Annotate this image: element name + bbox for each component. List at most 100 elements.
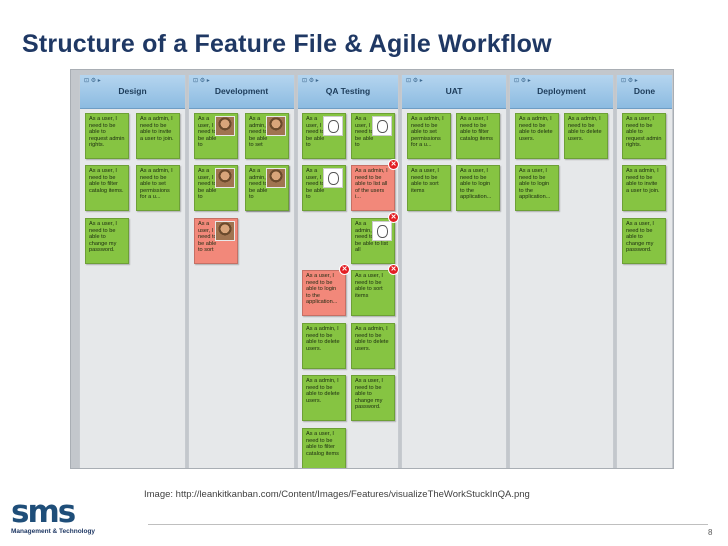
story-card[interactable]: As a admin, I need to be able to delete … bbox=[302, 375, 346, 421]
story-card[interactable]: As a admin, I need to be able to set bbox=[245, 113, 289, 159]
story-card[interactable]: As a user, I need to be able to sort ite… bbox=[351, 270, 395, 316]
column-done: ⊡ ⚙ ▸ Done As a user, I need to be able to… bbox=[616, 75, 673, 468]
card-text: As a admin, I need to be able to set per… bbox=[411, 116, 444, 149]
card-text: As a user, I need to be able to bbox=[306, 116, 325, 149]
story-card[interactable]: As a user, I need to be able to login to… bbox=[302, 270, 346, 316]
story-card[interactable]: As a admin, I need to be able to list al… bbox=[351, 218, 395, 264]
card-text: As a user, I need to be able to bbox=[355, 116, 374, 149]
card-text: As a user, I need to be able to filter c… bbox=[460, 116, 493, 142]
story-card[interactable]: As a user, I need to be able to filter c… bbox=[456, 113, 500, 159]
column-title: Done bbox=[633, 86, 656, 96]
story-card[interactable]: As a admin, I need to be able to bbox=[245, 165, 289, 211]
card-text: As a user, I need to be able to request … bbox=[626, 116, 662, 149]
card-text: As a admin, I need to be able to list al… bbox=[355, 168, 388, 201]
story-card[interactable]: As a admin, I need to be able to delete … bbox=[564, 113, 608, 159]
card-text: As a admin, I need to be able to delete … bbox=[519, 116, 553, 142]
story-card[interactable]: As a user, I need to be able to bbox=[194, 113, 238, 159]
logo-mark: sms bbox=[11, 494, 76, 530]
column-controls-icon[interactable]: ⊡ ⚙ ▸ bbox=[406, 78, 423, 84]
slide-title: Structure of a Feature File & Agile Work… bbox=[22, 30, 552, 58]
card-text: As a admin, I need to be able to delete … bbox=[568, 116, 602, 142]
column-design: ⊡ ⚙ ▸ Design As a user, I need to be able … bbox=[79, 75, 186, 468]
card-text: As a user, I need to be able to request … bbox=[89, 116, 125, 149]
column-deployment: ⊡ ⚙ ▸ Deployment As a admin, I need to be … bbox=[509, 75, 614, 468]
story-card[interactable]: As a user, I need to be able to filter c… bbox=[302, 428, 346, 468]
card-text: As a user, I need to be able to change m… bbox=[89, 221, 117, 254]
story-card[interactable]: As a admin, I need to be able to list al… bbox=[351, 165, 395, 211]
column-header[interactable]: ⊡ ⚙ ▸ QA Testing bbox=[298, 75, 398, 109]
card-text: As a user, I need to be able to login to… bbox=[306, 273, 338, 306]
column-header[interactable]: ⊡ ⚙ ▸ Development bbox=[189, 75, 294, 109]
footer-divider bbox=[148, 524, 708, 525]
column-qa-testing: ⊡ ⚙ ▸ QA Testing As a user, I need to be a… bbox=[297, 75, 399, 468]
column-controls-icon[interactable]: ⊡ ⚙ ▸ bbox=[302, 78, 319, 84]
story-card[interactable]: As a user, I need to be able to sort bbox=[194, 218, 238, 264]
column-controls-icon[interactable]: ⊡ ⚙ ▸ bbox=[514, 78, 531, 84]
column-title: Development bbox=[214, 86, 269, 96]
story-card[interactable]: As a admin, I need to be able to set per… bbox=[136, 165, 180, 211]
card-text: As a admin, I need to be able to invite … bbox=[626, 168, 660, 194]
story-card[interactable]: As a user, I need to be able to request … bbox=[622, 113, 666, 159]
story-card[interactable]: As a admin, I need to be able to set per… bbox=[407, 113, 451, 159]
blocked-x-circle-icon: ✕ bbox=[389, 213, 398, 222]
column-header[interactable]: ⊡ ⚙ ▸ Design bbox=[80, 75, 185, 109]
page-number: 8 bbox=[708, 528, 713, 537]
card-text: As a admin, I need to be able to invite … bbox=[140, 116, 174, 142]
card-text: As a admin, I need to be able to delete … bbox=[306, 326, 340, 352]
card-text: As a user, I need to be able to bbox=[198, 168, 217, 201]
story-card[interactable]: As a admin, I need to be able to invite … bbox=[622, 165, 666, 211]
column-controls-icon[interactable]: ⊡ ⚙ ▸ bbox=[621, 78, 638, 84]
story-card[interactable]: As a user, I need to be able to bbox=[194, 165, 238, 211]
column-development: ⊡ ⚙ ▸ Development As a user, I need to be … bbox=[188, 75, 295, 468]
blocked-x-circle-icon: ✕ bbox=[389, 160, 398, 169]
column-controls-icon[interactable]: ⊡ ⚙ ▸ bbox=[84, 78, 101, 84]
assignee-avatar bbox=[215, 221, 235, 241]
story-card[interactable]: As a admin, I need to be able to delete … bbox=[302, 323, 346, 369]
column-title: QA Testing bbox=[325, 86, 371, 96]
story-card[interactable]: As a user, I need to be able to bbox=[302, 113, 346, 159]
story-card[interactable]: As a user, I need to be able to filter c… bbox=[85, 165, 129, 211]
story-card[interactable]: As a user, I need to be able to login to… bbox=[515, 165, 559, 211]
card-text: As a user, I need to be able to bbox=[306, 168, 325, 201]
assignee-avatar bbox=[323, 116, 343, 136]
card-text: As a user, I need to be able to login to… bbox=[519, 168, 551, 201]
story-card[interactable]: As a admin, I need to be able to delete … bbox=[351, 323, 395, 369]
assignee-avatar bbox=[372, 221, 392, 241]
story-card[interactable]: As a user, I need to be able to change m… bbox=[85, 218, 129, 264]
story-card[interactable]: As a user, I need to be able to sort ite… bbox=[407, 165, 451, 211]
column-header[interactable]: ⊡ ⚙ ▸ UAT bbox=[402, 75, 506, 109]
card-text: As a user, I need to be able to sort ite… bbox=[355, 273, 383, 299]
story-card[interactable]: As a admin, I need to be able to invite … bbox=[136, 113, 180, 159]
blocked-x-circle-icon: ✕ bbox=[340, 265, 349, 274]
column-header[interactable]: ⊡ ⚙ ▸ Done bbox=[617, 75, 672, 109]
story-card[interactable]: As a user, I need to be able to bbox=[351, 113, 395, 159]
story-card[interactable]: As a user, I need to be able to bbox=[302, 165, 346, 211]
card-text: As a admin, I need to be able to delete … bbox=[306, 378, 340, 404]
story-card[interactable]: As a user, I need to be able to login to… bbox=[456, 165, 500, 211]
story-card[interactable]: As a user, I need to be able to change m… bbox=[622, 218, 666, 264]
assignee-avatar bbox=[266, 116, 286, 136]
card-text: As a user, I need to be able to filter c… bbox=[306, 431, 339, 457]
blocked-x-circle-icon: ✕ bbox=[389, 265, 398, 274]
company-logo: sms Management & Technology bbox=[11, 497, 131, 543]
column-title: UAT bbox=[445, 86, 463, 96]
assignee-avatar bbox=[266, 168, 286, 188]
card-text: As a user, I need to be able to filter c… bbox=[89, 168, 124, 194]
card-text: As a user, I need to be able to change m… bbox=[355, 378, 383, 411]
card-text: As a user, I need to be able to bbox=[198, 116, 217, 149]
card-text: As a admin, I need to be able to set per… bbox=[140, 168, 173, 201]
card-text: As a admin, I need to be able to delete … bbox=[355, 326, 389, 352]
story-card[interactable]: As a user, I need to be able to request … bbox=[85, 113, 129, 159]
assignee-avatar bbox=[215, 168, 235, 188]
column-title: Deployment bbox=[537, 86, 586, 96]
card-text: As a user, I need to be able to change m… bbox=[626, 221, 654, 254]
story-card[interactable]: As a user, I need to be able to change m… bbox=[351, 375, 395, 421]
column-header[interactable]: ⊡ ⚙ ▸ Deployment bbox=[510, 75, 613, 109]
assignee-avatar bbox=[215, 116, 235, 136]
story-card[interactable]: As a admin, I need to be able to delete … bbox=[515, 113, 559, 159]
column-title: Design bbox=[118, 86, 147, 96]
column-controls-icon[interactable]: ⊡ ⚙ ▸ bbox=[193, 78, 210, 84]
kanban-board: ⊡ ⚙ ▸ Design As a user, I need to be able … bbox=[70, 69, 674, 469]
image-caption: Image: http://leankitkanban.com/Content/… bbox=[144, 489, 530, 500]
card-text: As a user, I need to be able to sort bbox=[198, 221, 217, 254]
